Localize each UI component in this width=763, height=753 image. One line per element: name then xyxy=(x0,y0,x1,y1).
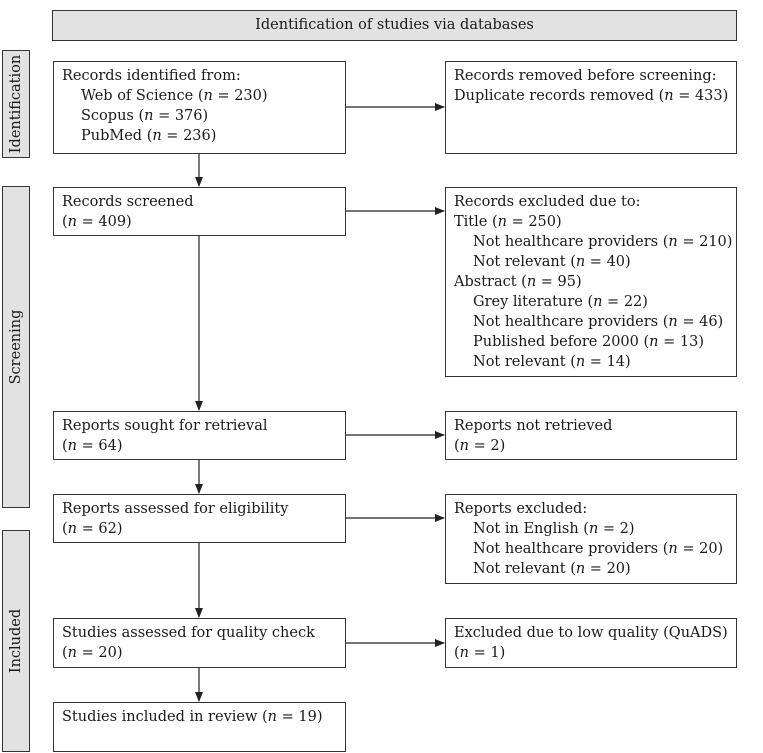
source-scopus: Scopus (n = 376) xyxy=(81,108,209,124)
excluded-abstract-item: Grey literature (n = 22) xyxy=(473,294,648,310)
reports-assessed-count: (n = 62) xyxy=(62,521,123,537)
records-excluded-box: Records excluded due to: Title (n = 250)… xyxy=(445,187,737,377)
quality-check-box: Studies assessed for quality check (n = … xyxy=(53,618,346,668)
phase-identification: Identification xyxy=(2,50,30,158)
excluded-abstract-item: Not healthcare providers (n = 46) xyxy=(473,314,724,330)
records-identified-title: Records identified from: xyxy=(62,68,241,84)
excluded-abstract-item: Not relevant (n = 14) xyxy=(473,354,631,370)
records-screened-title: Records screened xyxy=(62,194,194,210)
records-removed-box: Records removed before screening: Duplic… xyxy=(445,61,737,154)
quality-check-title: Studies assessed for quality check xyxy=(62,625,315,641)
records-excluded-title: Records excluded due to: xyxy=(454,194,641,210)
reports-assessed-box: Reports assessed for eligibility (n = 62… xyxy=(53,494,346,543)
reports-not-retrieved-box: Reports not retrieved (n = 2) xyxy=(445,411,737,460)
reports-excluded-item: Not healthcare providers (n = 20) xyxy=(473,541,724,557)
phase-included: Included xyxy=(2,530,30,752)
low-quality-title: Excluded due to low quality (QuADS) xyxy=(454,625,728,641)
reports-assessed-title: Reports assessed for eligibility xyxy=(62,501,289,517)
reports-excluded-box: Reports excluded: Not in English (n = 2)… xyxy=(445,494,737,584)
records-removed-title: Records removed before screening: xyxy=(454,68,717,84)
excluded-abstract-item: Published before 2000 (n = 13) xyxy=(473,334,704,350)
duplicates-removed: Duplicate records removed (n = 433) xyxy=(454,88,729,104)
reports-excluded-title: Reports excluded: xyxy=(454,501,588,517)
studies-included-line: Studies included in review (n = 19) xyxy=(62,709,323,725)
low-quality-count: (n = 1) xyxy=(454,645,506,661)
low-quality-box: Excluded due to low quality (QuADS) (n =… xyxy=(445,618,737,668)
reports-excluded-item: Not relevant (n = 20) xyxy=(473,561,631,577)
excluded-abstract-group: Abstract (n = 95) xyxy=(454,274,582,290)
reports-excluded-item: Not in English (n = 2) xyxy=(473,521,635,537)
reports-not-retrieved-title: Reports not retrieved xyxy=(454,418,613,434)
excluded-title-group: Title (n = 250) xyxy=(454,214,562,230)
excluded-title-item: Not healthcare providers (n = 210) xyxy=(473,234,733,250)
records-screened-count: (n = 409) xyxy=(62,214,132,230)
phase-screening: Screening xyxy=(2,186,30,508)
excluded-title-item: Not relevant (n = 40) xyxy=(473,254,631,270)
reports-sought-count: (n = 64) xyxy=(62,438,123,454)
reports-sought-box: Reports sought for retrieval (n = 64) xyxy=(53,411,346,460)
source-web-of-science: Web of Science (n = 230) xyxy=(81,88,268,104)
reports-not-retrieved-count: (n = 2) xyxy=(454,438,506,454)
records-identified-box: Records identified from: Web of Science … xyxy=(53,61,346,154)
diagram-header: Identification of studies via databases xyxy=(52,10,737,41)
studies-included-box: Studies included in review (n = 19) xyxy=(53,702,346,752)
source-pubmed: PubMed (n = 236) xyxy=(81,128,217,144)
records-screened-box: Records screened (n = 409) xyxy=(53,187,346,236)
quality-check-count: (n = 20) xyxy=(62,645,123,661)
reports-sought-title: Reports sought for retrieval xyxy=(62,418,268,434)
